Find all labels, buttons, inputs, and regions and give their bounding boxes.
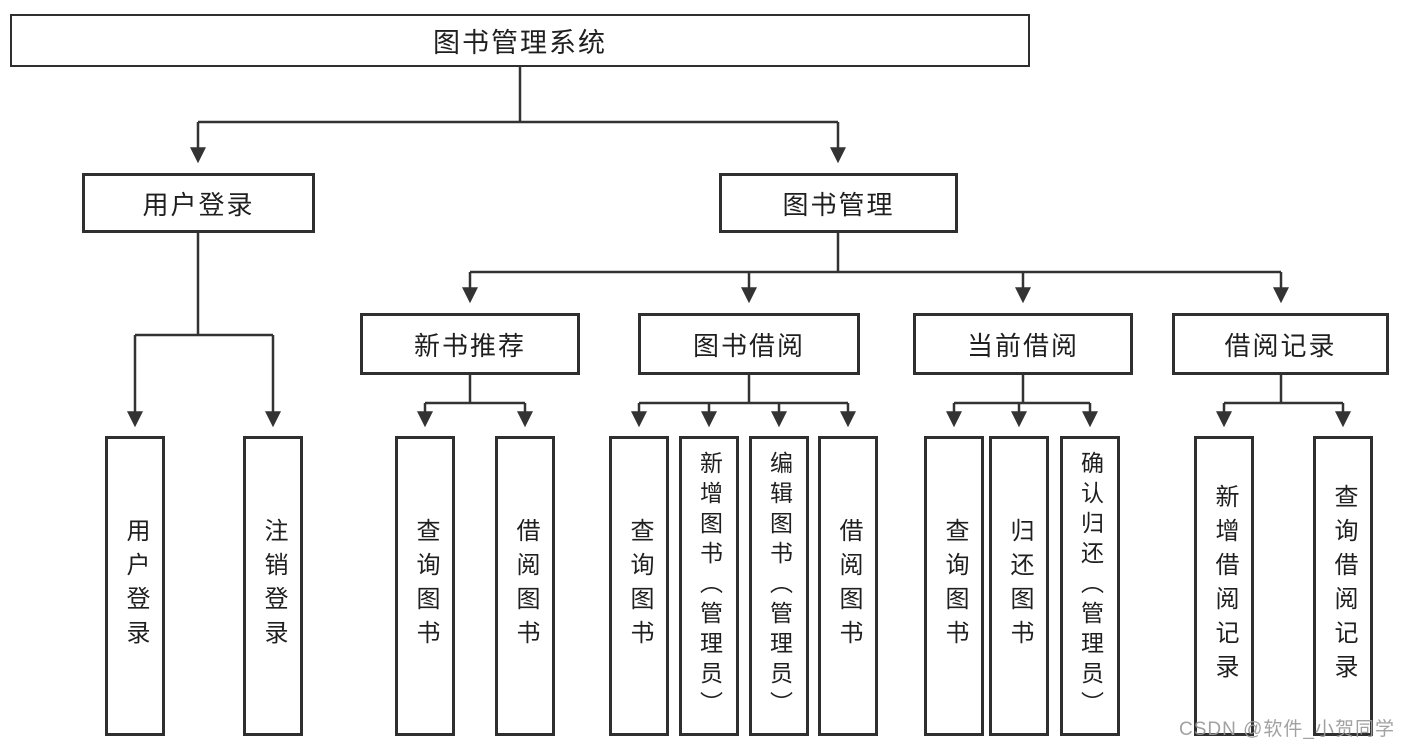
node-label: 当前借阅 <box>966 330 1079 361</box>
leaf-query-books-recommend: 查询图书 <box>395 436 455 736</box>
node-new-book-recommend: 新书推荐 <box>360 313 580 375</box>
node-label: 归还图书 <box>1006 518 1033 654</box>
leaf-user-login: 用户登录 <box>105 436 165 736</box>
leaf-query-borrow-record: 查询借阅记录 <box>1313 436 1373 736</box>
leaf-query-books-borrow: 查询图书 <box>609 436 669 736</box>
node-label: 图书管理系统 <box>433 28 607 58</box>
node-label: 查询图书 <box>412 518 439 654</box>
node-book-management: 图书管理 <box>719 173 958 233</box>
node-user-login: 用户登录 <box>82 173 315 233</box>
csdn-watermark: CSDN @软件_小贺同学 <box>1179 719 1395 740</box>
node-label: 新增图书（管理员） <box>696 451 723 721</box>
leaf-return-books: 归还图书 <box>989 436 1049 736</box>
node-label: 用户登录 <box>142 189 255 220</box>
node-label: 图书借阅 <box>692 330 805 361</box>
node-label: 图书管理 <box>782 189 895 220</box>
node-label: 借阅图书 <box>512 518 539 654</box>
node-label: 新书推荐 <box>413 330 526 361</box>
node-label: 用户登录 <box>122 518 149 654</box>
node-label: 借阅记录 <box>1224 330 1337 361</box>
leaf-confirm-return-admin: 确认归还（管理员） <box>1060 436 1120 736</box>
node-label: 查询图书 <box>626 518 653 654</box>
node-borrow-records: 借阅记录 <box>1172 313 1389 375</box>
node-label: 查询图书 <box>941 518 968 654</box>
leaf-borrow-books: 借阅图书 <box>818 436 878 736</box>
leaf-add-borrow-record: 新增借阅记录 <box>1194 436 1254 736</box>
node-current-borrow: 当前借阅 <box>913 313 1133 375</box>
node-label: 查询借阅记录 <box>1330 484 1357 688</box>
leaf-edit-books-admin: 编辑图书（管理员） <box>749 436 809 736</box>
node-label: 注销登录 <box>260 518 287 654</box>
node-library-system-root: 图书管理系统 <box>10 14 1030 67</box>
node-label: 借阅图书 <box>835 518 862 654</box>
node-label: 新增借阅记录 <box>1211 484 1238 688</box>
node-book-borrow: 图书借阅 <box>638 313 860 375</box>
leaf-query-books-current: 查询图书 <box>924 436 984 736</box>
leaf-logout: 注销登录 <box>243 436 303 736</box>
leaf-add-books-admin: 新增图书（管理员） <box>679 436 739 736</box>
leaf-borrow-books-recommend: 借阅图书 <box>495 436 555 736</box>
node-label: 确认归还（管理员） <box>1077 451 1104 721</box>
node-label: 编辑图书（管理员） <box>766 451 793 721</box>
